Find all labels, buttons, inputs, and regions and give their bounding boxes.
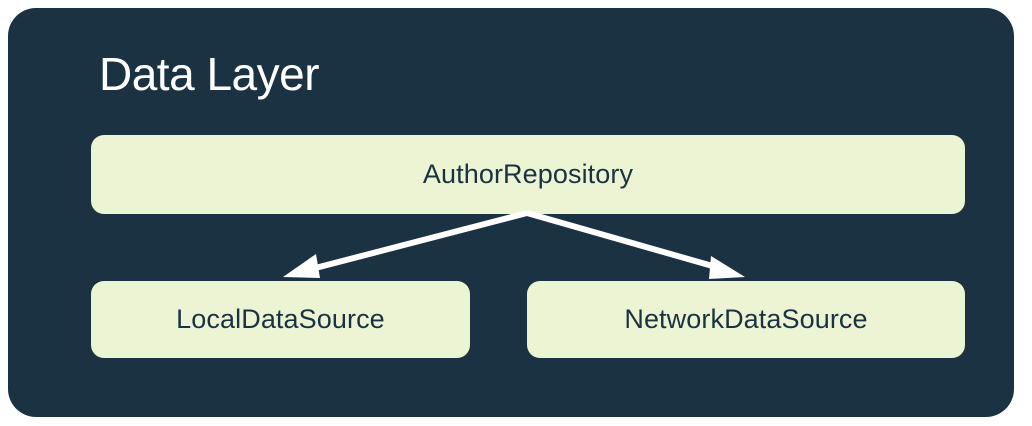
node-author-repository[interactable]: AuthorRepository (91, 135, 965, 214)
node-network-data-source[interactable]: NetworkDataSource (527, 281, 965, 358)
node-local-data-source[interactable]: LocalDataSource (91, 281, 470, 358)
page-title: Data Layer (99, 48, 320, 100)
node-label-local-data-source: LocalDataSource (176, 304, 385, 334)
node-label-network-data-source: NetworkDataSource (624, 304, 868, 334)
node-label-author-repository: AuthorRepository (422, 159, 634, 189)
